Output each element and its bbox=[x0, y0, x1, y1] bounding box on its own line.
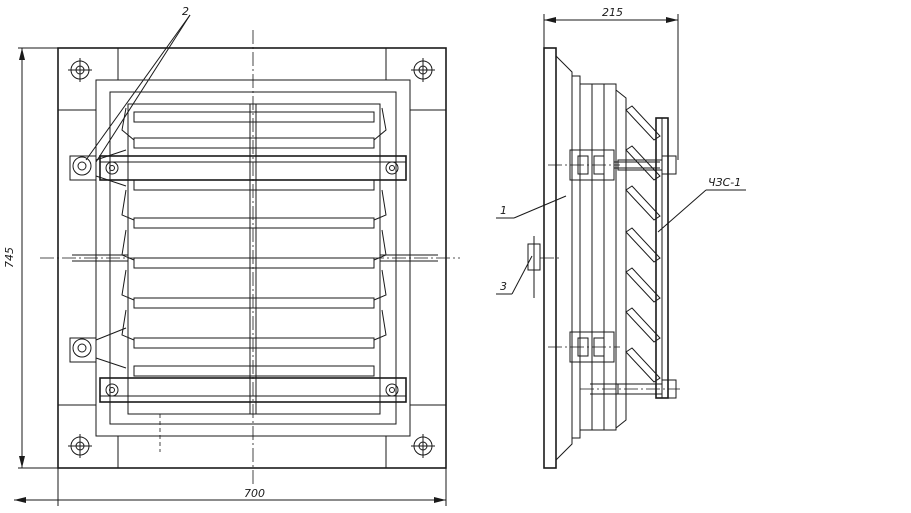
callout-model-label: ЧЗС-1 bbox=[708, 176, 741, 189]
corner-bolt-tr bbox=[411, 58, 435, 82]
width-dim-label: 700 bbox=[244, 487, 265, 500]
upper-bolt-assembly bbox=[548, 149, 677, 181]
width-dimension: 700 bbox=[14, 468, 447, 506]
callout-1-label: 1 bbox=[500, 204, 507, 217]
corner-bolt-bl bbox=[68, 434, 92, 458]
height-dimension: 745 bbox=[3, 47, 58, 469]
side-blades bbox=[625, 105, 661, 383]
corner-bolt-tl bbox=[68, 58, 92, 82]
hinge-eye-lower bbox=[69, 327, 127, 369]
front-view: 2 bbox=[40, 5, 460, 484]
lower-bolt-assembly bbox=[548, 331, 680, 399]
depth-dim-label: 215 bbox=[602, 6, 623, 19]
louver-blades bbox=[133, 111, 375, 377]
side-view: 215 1 3 ЧЗС-1 bbox=[496, 6, 746, 469]
callout-3-label: 3 bbox=[500, 280, 507, 293]
corner-bolt-br bbox=[411, 434, 435, 458]
callout-2-label: 2 bbox=[182, 5, 189, 18]
depth-dimension: 215 bbox=[543, 6, 679, 160]
height-dim-label: 745 bbox=[3, 247, 16, 268]
blade-edges bbox=[121, 107, 387, 341]
hinge-eye-upper bbox=[69, 149, 127, 187]
bracket-part-3 bbox=[527, 236, 541, 298]
